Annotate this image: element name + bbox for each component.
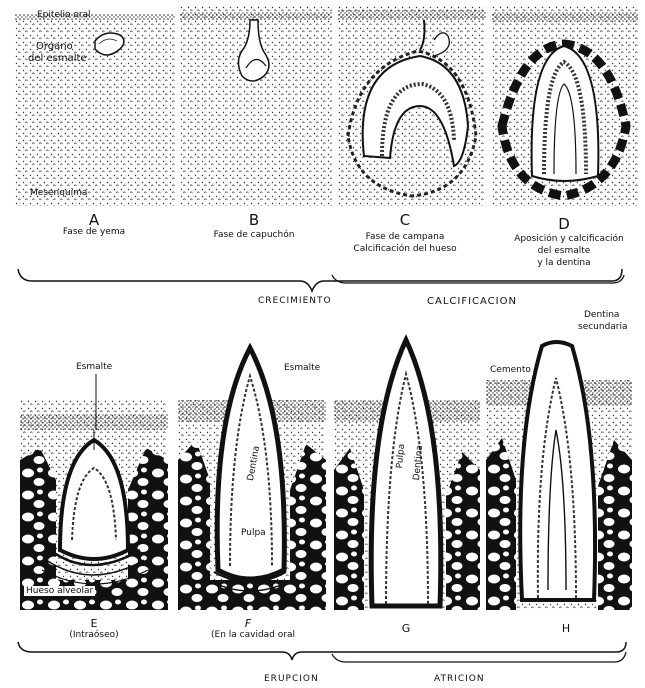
- caption-c-2: Calcificación del hueso: [345, 244, 465, 255]
- label-hueso-alveolar: Hueso alveolar: [24, 586, 95, 596]
- label-organo: Organo: [36, 42, 73, 52]
- label-esmalte-f: Esmalte: [282, 363, 322, 373]
- caption-b: Fase de capuchón: [204, 230, 304, 241]
- panel-a-illustration: [15, 6, 175, 206]
- caption-c-1: Fase de campana: [345, 232, 465, 243]
- panel-d-illustration: [492, 6, 638, 206]
- letter-d: D: [554, 216, 574, 232]
- caption-d-1: Aposición y calcificación: [494, 234, 644, 245]
- letter-g: G: [396, 621, 416, 637]
- label-dentina-secundaria-1: Dentina: [584, 310, 619, 320]
- label-calcificacion: CALCIFICACION: [427, 296, 517, 307]
- panel-g: [334, 330, 480, 610]
- label-organo-esmalte: del esmalte: [28, 54, 87, 64]
- panel-c-bell-stage: [338, 6, 486, 206]
- panel-b-illustration: [180, 6, 332, 206]
- label-atricion: ATRICION: [434, 674, 485, 684]
- panel-e-intraosseous: [20, 400, 168, 610]
- panel-c-illustration: [338, 6, 486, 206]
- panel-d-apposition-stage: [492, 6, 638, 206]
- bottom-brackets: [0, 640, 645, 670]
- leader-esmalte-e: [94, 374, 98, 430]
- letter-c: C: [395, 212, 415, 228]
- letter-a: A: [84, 212, 104, 228]
- letter-h: H: [556, 621, 576, 637]
- label-epitelio-oral: Epitelio oral: [37, 10, 91, 20]
- panel-e-illustration: [20, 400, 168, 610]
- label-cemento: Cemento: [488, 365, 533, 375]
- caption-a: Fase de yema: [44, 227, 144, 238]
- panel-b-cap-stage: [180, 6, 332, 206]
- panel-a-bud-stage: [15, 6, 175, 206]
- label-mesenquima: Mesenquima: [30, 188, 87, 198]
- label-pulpa-f: Pulpa: [240, 528, 267, 538]
- label-erupcion: ERUPCION: [264, 674, 319, 684]
- panel-g-illustration: [334, 330, 480, 610]
- top-brackets: [0, 255, 645, 300]
- letter-b: B: [244, 212, 264, 228]
- label-dentina-secundaria-2: secundaria: [578, 322, 628, 332]
- label-crecimiento: CRECIMIENTO: [258, 296, 332, 306]
- label-esmalte-e: Esmalte: [76, 362, 112, 372]
